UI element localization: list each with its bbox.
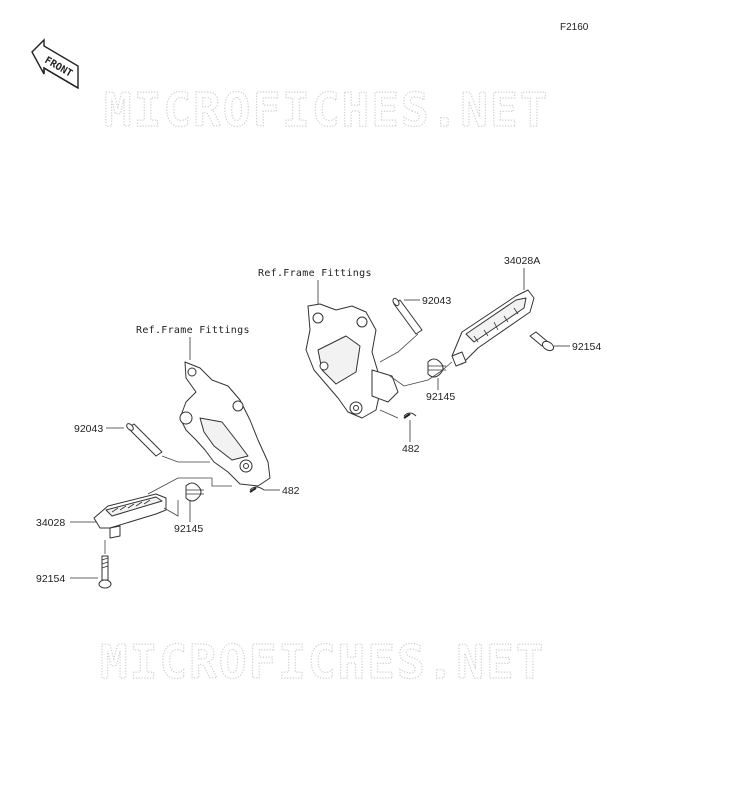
- left-pin: [126, 423, 163, 457]
- right-bracket: [305, 303, 399, 419]
- label-right-spring: 92145: [426, 391, 455, 403]
- label-left-pin: 92043: [74, 423, 103, 435]
- ref-label-right: Ref.Frame Fittings: [258, 268, 372, 279]
- label-right-bolt: 92154: [572, 341, 601, 353]
- label-left-bolt: 92154: [36, 573, 65, 585]
- watermark-top: MICROFICHES.NET: [104, 83, 549, 137]
- left-footpeg: [93, 493, 167, 539]
- front-arrow-icon: FRONT: [31, 38, 79, 90]
- right-bolt: [529, 331, 555, 352]
- ref-label-left: Ref.Frame Fittings: [136, 325, 250, 336]
- right-clip: [403, 412, 417, 419]
- label-right-clip: 482: [402, 443, 420, 455]
- figure-code: F2160: [560, 22, 589, 33]
- label-right-footpeg: 34028A: [504, 255, 540, 267]
- left-bracket: [179, 361, 271, 487]
- left-clip: [249, 486, 265, 493]
- label-left-footpeg: 34028: [36, 517, 65, 529]
- left-spring: [185, 482, 204, 502]
- label-left-clip: 482: [282, 485, 300, 497]
- left-bolt: [98, 555, 112, 589]
- label-right-pin: 92043: [422, 295, 451, 307]
- right-pin: [392, 297, 423, 335]
- right-footpeg: [451, 289, 535, 367]
- label-left-spring: 92145: [174, 523, 203, 535]
- watermark-bottom: MICROFICHES.NET: [100, 635, 545, 689]
